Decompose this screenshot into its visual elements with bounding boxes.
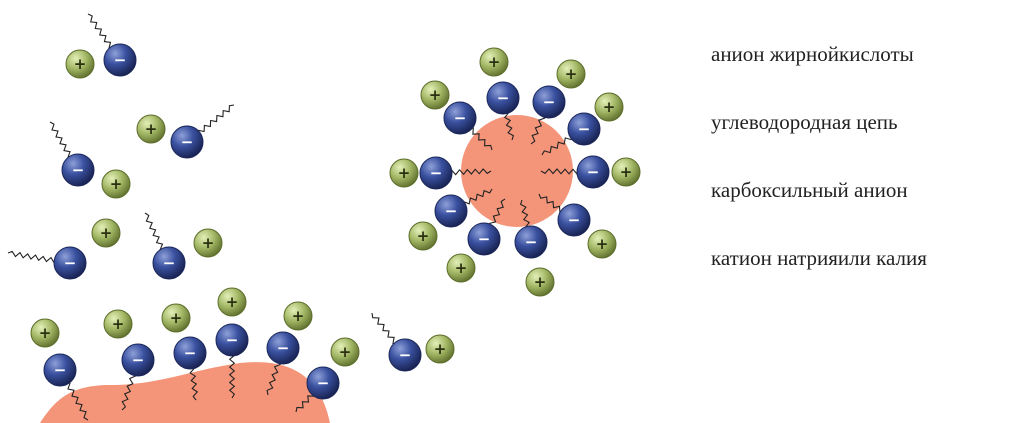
carboxyl-anion: −: [486, 81, 520, 115]
cation: +: [408, 221, 438, 251]
carboxyl-anion: −: [121, 343, 155, 377]
legend-fatty-acid-anion: анион жирнойкислоты: [711, 42, 914, 66]
minus-sign: −: [587, 163, 600, 181]
carboxyl-anion: −: [419, 156, 453, 190]
plus-sign: +: [417, 227, 430, 245]
carboxyl-anion: −: [215, 323, 249, 357]
cation: +: [420, 80, 450, 110]
plus-sign: +: [596, 235, 609, 253]
cation: +: [30, 318, 60, 348]
carboxyl-anion: −: [514, 225, 548, 259]
plus-sign: +: [110, 175, 123, 193]
cation: +: [283, 301, 313, 331]
cation: +: [101, 169, 131, 199]
carboxyl-anion: −: [443, 101, 477, 135]
carboxyl-anion: −: [103, 43, 137, 77]
carboxyl-anion: −: [173, 336, 207, 370]
cation: +: [479, 47, 509, 77]
plus-sign: +: [112, 315, 125, 333]
carboxyl-anion: −: [467, 222, 501, 256]
minus-sign: −: [114, 51, 127, 69]
carboxyl-anion: −: [43, 353, 77, 387]
carboxyl-anion: −: [266, 331, 300, 365]
minus-sign: −: [478, 230, 491, 248]
plus-sign: +: [100, 224, 113, 242]
cation: +: [217, 287, 247, 317]
minus-sign: −: [64, 254, 77, 272]
cation: +: [103, 309, 133, 339]
plus-sign: +: [534, 273, 547, 291]
plus-sign: +: [434, 340, 447, 358]
minus-sign: −: [163, 254, 176, 272]
minus-sign: −: [497, 89, 510, 107]
carboxyl-anion: −: [53, 246, 87, 280]
minus-sign: −: [454, 109, 467, 127]
cation: +: [594, 92, 624, 122]
carboxyl-anion: −: [388, 338, 422, 372]
plus-sign: +: [339, 343, 352, 361]
plus-sign: +: [603, 98, 616, 116]
minus-sign: −: [184, 344, 197, 362]
carboxyl-anion: −: [170, 125, 204, 159]
carboxyl-anion: −: [532, 85, 566, 119]
cation: +: [136, 114, 166, 144]
micelle-oil-droplet: [461, 115, 573, 227]
minus-sign: −: [568, 211, 581, 229]
cation: +: [425, 334, 455, 364]
minus-sign: −: [525, 233, 538, 251]
legend-hydrocarbon-chain: углеводородная цепь: [711, 110, 898, 134]
carboxyl-anion: −: [557, 203, 591, 237]
plus-sign: +: [398, 164, 411, 182]
carboxyl-anion: −: [567, 112, 601, 146]
legend-sodium-potassium-cation: катион натрияили калия: [711, 246, 927, 270]
cation: +: [91, 218, 121, 248]
minus-sign: −: [399, 346, 412, 364]
plus-sign: +: [455, 259, 468, 277]
minus-sign: −: [54, 361, 67, 379]
carboxyl-anion: −: [61, 153, 95, 187]
legend: анион жирнойкислоты углеводородная цепь …: [711, 0, 1029, 423]
plus-sign: +: [74, 55, 87, 73]
cation: +: [556, 59, 586, 89]
plus-sign: +: [226, 293, 239, 311]
cation: +: [446, 253, 476, 283]
plus-sign: +: [620, 163, 633, 181]
plus-sign: +: [39, 324, 52, 342]
cation: +: [193, 228, 223, 258]
plus-sign: +: [202, 234, 215, 252]
soap-micelle-diagram: +−+−+−+−+−+−+−+−+−+−+−+−+−+−+−+−+−+−+−+−…: [7, 13, 641, 423]
minus-sign: −: [226, 331, 239, 349]
minus-sign: −: [132, 351, 145, 369]
cation: +: [65, 49, 95, 79]
minus-sign: −: [445, 202, 458, 220]
carboxyl-anion: −: [434, 194, 468, 228]
plus-sign: +: [170, 309, 183, 327]
minus-sign: −: [72, 161, 85, 179]
minus-sign: −: [430, 164, 443, 182]
cation: +: [525, 267, 555, 297]
minus-sign: −: [277, 339, 290, 357]
minus-sign: −: [543, 93, 556, 111]
cation: +: [161, 303, 191, 333]
ions: +−+−+−+−+−+−+−+−+−+−+−+−+−+−+−+−+−+−+−+−…: [30, 43, 641, 400]
carboxyl-anion: −: [576, 155, 610, 189]
plus-sign: +: [292, 307, 305, 325]
cation: +: [389, 158, 419, 188]
oil-surface: [40, 362, 330, 423]
minus-sign: −: [578, 120, 591, 138]
plus-sign: +: [145, 120, 158, 138]
cation: +: [611, 157, 641, 187]
minus-sign: −: [317, 374, 330, 392]
carboxyl-anion: −: [152, 246, 186, 280]
cation: +: [587, 229, 617, 259]
carboxyl-anion: −: [306, 366, 340, 400]
plus-sign: +: [488, 53, 501, 71]
minus-sign: −: [181, 133, 194, 151]
plus-sign: +: [565, 65, 578, 83]
plus-sign: +: [429, 86, 442, 104]
cation: +: [330, 337, 360, 367]
legend-carboxyl-anion: карбоксильный анион: [711, 178, 908, 202]
